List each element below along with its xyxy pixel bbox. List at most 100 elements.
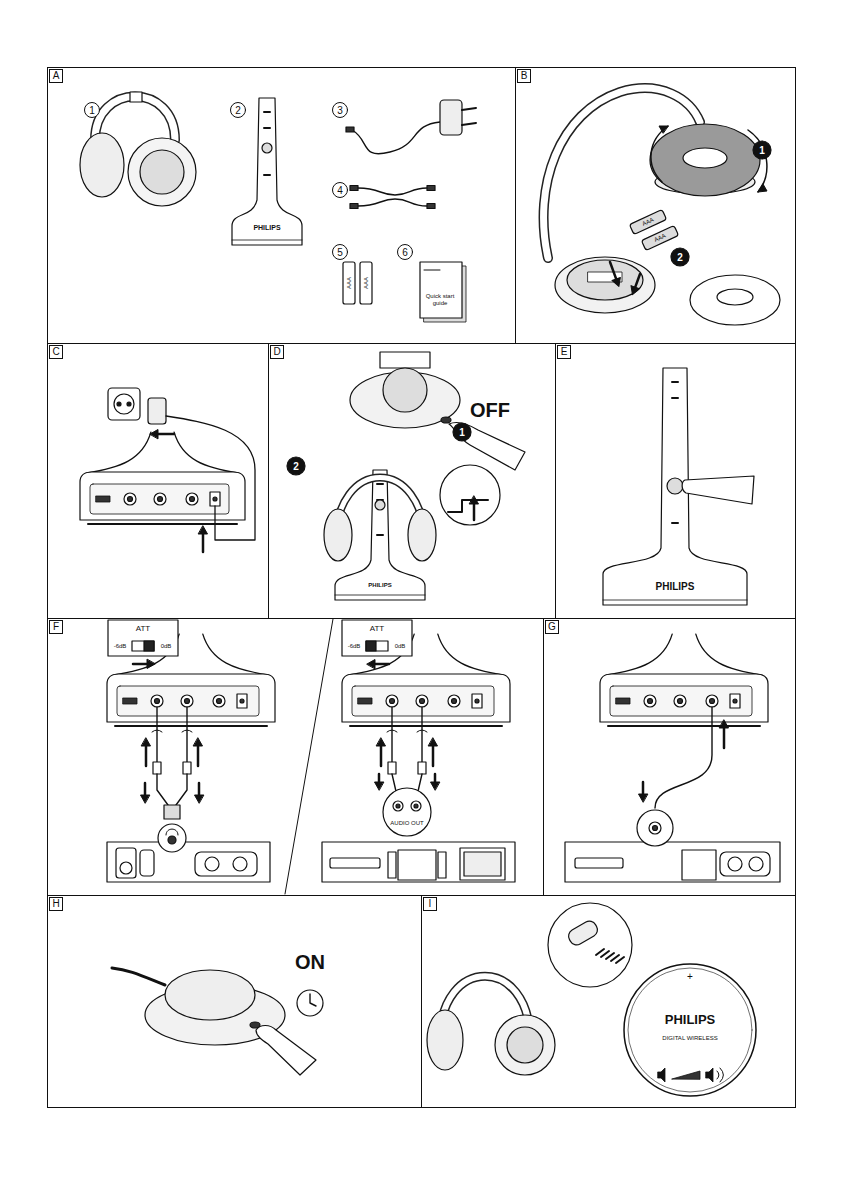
guide-line: [424, 270, 440, 271]
battery-compartment: [567, 260, 643, 300]
grille: [611, 955, 619, 961]
jack: [185, 699, 190, 704]
switch: [358, 698, 372, 704]
cable: [655, 707, 712, 808]
base-line: [232, 240, 302, 241]
battery: [343, 262, 355, 304]
jack: [181, 695, 193, 707]
brand: PHILIPS: [665, 1013, 716, 1027]
arrow: [199, 526, 208, 534]
switch: [616, 698, 630, 704]
earcup: [324, 509, 352, 561]
dc-in: [210, 492, 220, 506]
cushion-hole: [717, 289, 753, 305]
panel-letter: H: [49, 897, 63, 911]
jack: [154, 493, 166, 505]
cover-lens: [683, 148, 727, 168]
jack: [186, 493, 198, 505]
boombox: [720, 852, 770, 876]
arrow: [429, 738, 438, 746]
brand: PHILIPS: [656, 581, 695, 592]
panel: [90, 484, 229, 514]
cable: [352, 122, 440, 154]
phone: [140, 850, 154, 876]
panel-letter: A: [49, 69, 63, 83]
jack: [678, 699, 683, 704]
transmitter-back: [600, 674, 768, 722]
stereo: [682, 850, 716, 880]
arrow: [195, 795, 204, 803]
base-curve: [696, 634, 762, 675]
jack: [386, 695, 398, 707]
jack: [390, 699, 395, 704]
arrow: [142, 738, 151, 746]
cable: [157, 774, 187, 805]
arrow: [145, 745, 148, 766]
panel-letter: G: [545, 620, 559, 634]
dvd-player: [575, 858, 623, 868]
rca-plug: [183, 762, 191, 774]
earcup-dome: [383, 368, 427, 412]
cover: [650, 124, 760, 196]
switch-value: -6dB: [348, 643, 361, 650]
jack: [190, 497, 195, 502]
jack: [452, 699, 457, 704]
panel: [610, 686, 752, 716]
state-word: OFF: [470, 399, 510, 421]
earcup: [128, 138, 196, 206]
dc-in: [240, 699, 244, 703]
jack: [213, 695, 225, 707]
panel: E: [555, 343, 796, 619]
callout-number: 6: [402, 247, 408, 258]
arrow: [141, 795, 150, 803]
cable: [392, 707, 422, 762]
wall-socket: [114, 394, 134, 414]
finger: [256, 1026, 316, 1076]
battery: [360, 262, 372, 304]
arrow: [470, 496, 479, 504]
arrow: [157, 433, 174, 436]
callout-number: 3: [337, 105, 343, 116]
panel: [117, 686, 259, 716]
arrow: [628, 286, 639, 297]
jack: [217, 699, 222, 704]
panel-letter: B: [517, 69, 531, 83]
jack: [420, 699, 425, 704]
led: [672, 397, 678, 399]
rca-cable: [358, 188, 427, 195]
coax-zoom: [637, 810, 673, 846]
speaker: [438, 852, 446, 878]
rca-plug: [350, 186, 358, 191]
rca-plug: [388, 762, 396, 774]
adapter: [164, 805, 180, 819]
arrow: [144, 783, 147, 796]
arrow: [635, 274, 640, 288]
callout-number: 1: [89, 105, 95, 116]
feet: [350, 725, 502, 727]
arrow: [202, 533, 205, 552]
prong: [462, 108, 476, 125]
arrow: [612, 277, 623, 288]
device-row: [107, 842, 270, 882]
player: [120, 862, 132, 874]
brand: PHILIPS: [253, 224, 280, 232]
jack: [653, 826, 658, 831]
zoom-circle: [624, 964, 756, 1096]
switch-name: ATT: [136, 625, 151, 634]
earcup: [555, 257, 655, 313]
dc-plug: [346, 127, 354, 132]
volume-icon: [658, 1068, 665, 1082]
socket-name: AUDIO OUT: [390, 820, 423, 827]
grille: [606, 953, 614, 959]
base-curve: [203, 634, 269, 675]
led: [672, 522, 678, 524]
switch-value: 0dB: [395, 643, 406, 650]
callout-number: 2: [235, 105, 241, 116]
arrow: [150, 430, 158, 439]
switch-name: ATT: [370, 625, 385, 634]
button: [262, 143, 272, 153]
wall-socket: [127, 402, 131, 406]
transmitter-back: [342, 674, 510, 722]
panel: H: [47, 895, 422, 1108]
headband-end: [112, 968, 165, 985]
